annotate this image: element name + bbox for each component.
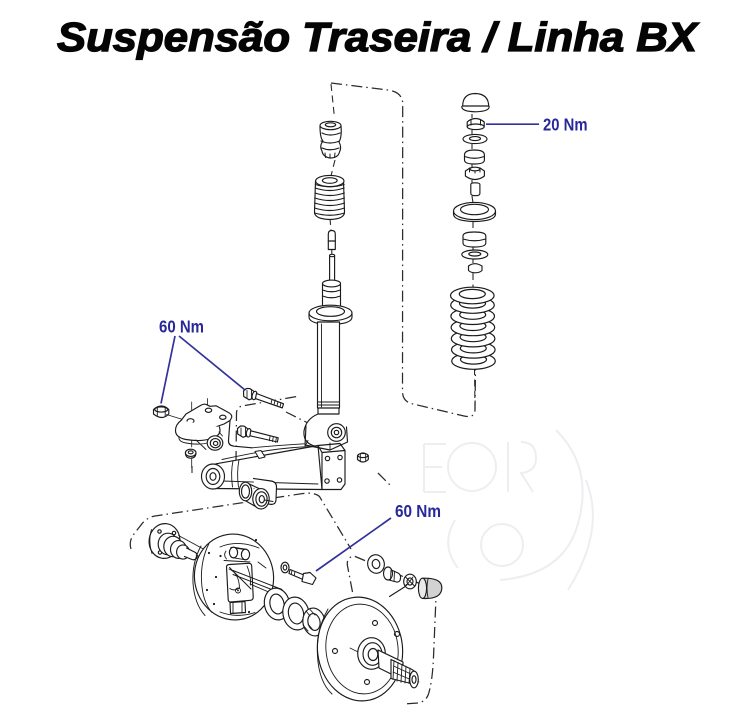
svg-text:Suspensão Traseira / Linha BX: Suspensão Traseira / Linha BX	[57, 14, 700, 60]
svg-text:60 Nm: 60 Nm	[159, 317, 204, 337]
svg-text:60 Nm: 60 Nm	[395, 501, 441, 521]
svg-text:20 Nm: 20 Nm	[543, 115, 588, 135]
